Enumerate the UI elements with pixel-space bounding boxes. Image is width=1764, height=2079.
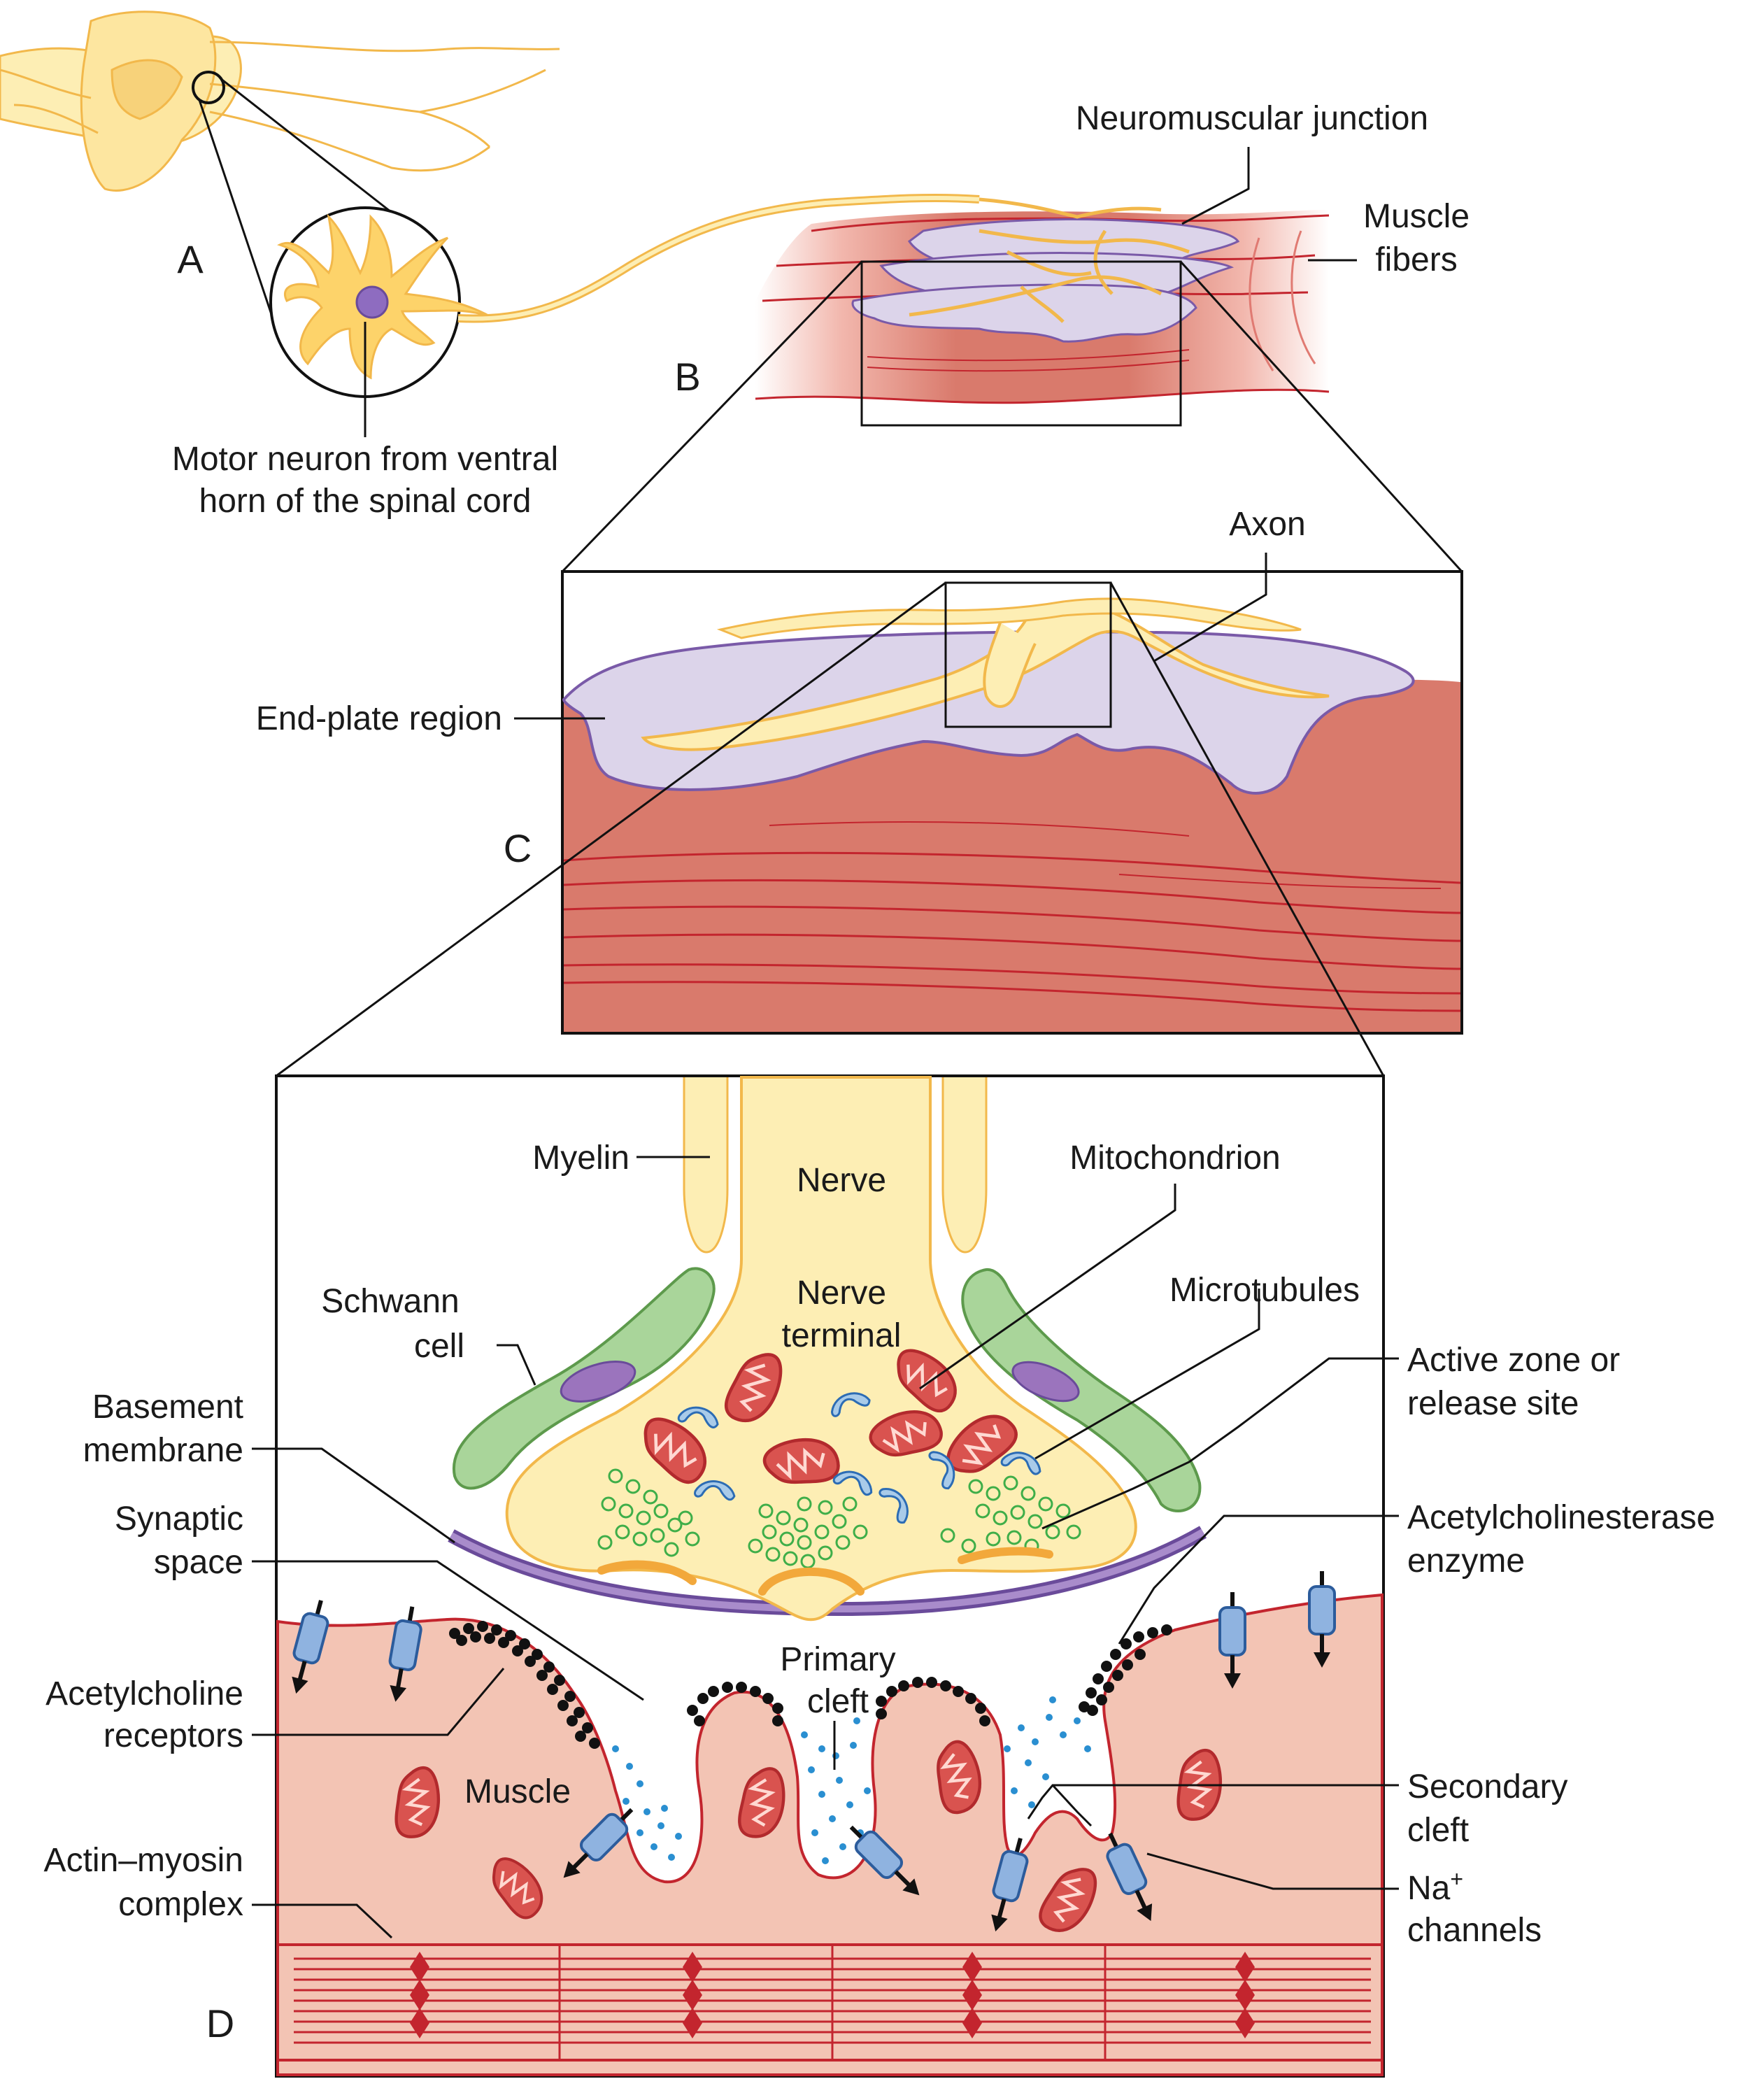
panel-label-b: B xyxy=(674,355,700,399)
label-secondary-cleft-1: Secondary xyxy=(1407,1768,1567,1805)
label-basement-2: membrane xyxy=(83,1432,243,1469)
label-nerve-terminal-1: Nerve xyxy=(797,1275,886,1312)
zoom-box-b xyxy=(860,260,1182,427)
panel-d xyxy=(252,1074,1399,2078)
label-muscle: Muscle xyxy=(464,1773,571,1810)
label-active-zone-2: release site xyxy=(1407,1385,1579,1422)
actin-myosin-bands xyxy=(278,1943,1382,2062)
label-actin-myosin-2: complex xyxy=(118,1886,243,1923)
label-basement-1: Basement xyxy=(92,1389,243,1426)
synaptic-vesicles xyxy=(597,1468,1081,1569)
endplate-small xyxy=(851,197,1240,343)
panel-label-d: D xyxy=(206,2001,234,2045)
label-schwann-2: cell xyxy=(414,1328,464,1365)
label-nerve: Nerve xyxy=(797,1162,886,1199)
label-na-channels-2: channels xyxy=(1407,1912,1542,1949)
label-end-plate-region: End-plate region xyxy=(256,700,502,737)
label-schwann-1: Schwann xyxy=(321,1283,459,1320)
label-na: Na xyxy=(1407,1870,1451,1907)
label-muscle-fibers-2: fibers xyxy=(1375,241,1457,278)
label-ache-1: Acetylcholinesterase xyxy=(1407,1499,1715,1536)
label-motor-neuron-2: horn of the spinal cord xyxy=(199,483,532,520)
label-myelin: Myelin xyxy=(532,1140,630,1177)
motor-neuron-circle xyxy=(269,206,490,398)
label-synaptic-space-1: Synaptic xyxy=(115,1500,243,1538)
label-actin-myosin-1: Actin–myosin xyxy=(44,1842,243,1879)
label-neuromuscular-junction: Neuromuscular junction xyxy=(1076,100,1428,137)
active-zones xyxy=(597,1547,1053,1596)
label-primary-cleft-2: cleft xyxy=(807,1683,869,1720)
label-ach-receptors-2: receptors xyxy=(104,1717,243,1754)
panel-c xyxy=(561,570,1463,1035)
leader-lines-d xyxy=(252,1156,1399,1939)
label-na-channels-1: Na+ xyxy=(1407,1866,1463,1907)
label-motor-neuron-1: Motor neuron from ventral xyxy=(172,441,558,478)
label-muscle-fibers-1: Muscle xyxy=(1363,198,1470,235)
label-active-zone-1: Active zone or xyxy=(1407,1342,1620,1379)
label-secondary-cleft-2: cleft xyxy=(1407,1812,1469,1849)
label-axon: Axon xyxy=(1229,506,1305,543)
label-mitochondrion: Mitochondrion xyxy=(1069,1140,1281,1177)
label-microtubules: Microtubules xyxy=(1169,1272,1360,1309)
ach-receptor-clusters xyxy=(449,1621,1172,1749)
label-primary-cleft-1: Primary xyxy=(780,1641,895,1678)
label-synaptic-space-2: space xyxy=(154,1544,243,1581)
panel-label-a: A xyxy=(177,237,204,281)
label-nerve-terminal-2: terminal xyxy=(782,1317,902,1354)
label-ache-2: enzyme xyxy=(1407,1542,1525,1580)
zoom-box-c xyxy=(944,581,1112,728)
spinal-cord xyxy=(0,10,560,192)
label-na-superscript: + xyxy=(1450,1866,1463,1892)
panel-label-c: C xyxy=(504,826,532,870)
label-ach-receptors-1: Acetylcholine xyxy=(45,1675,243,1712)
